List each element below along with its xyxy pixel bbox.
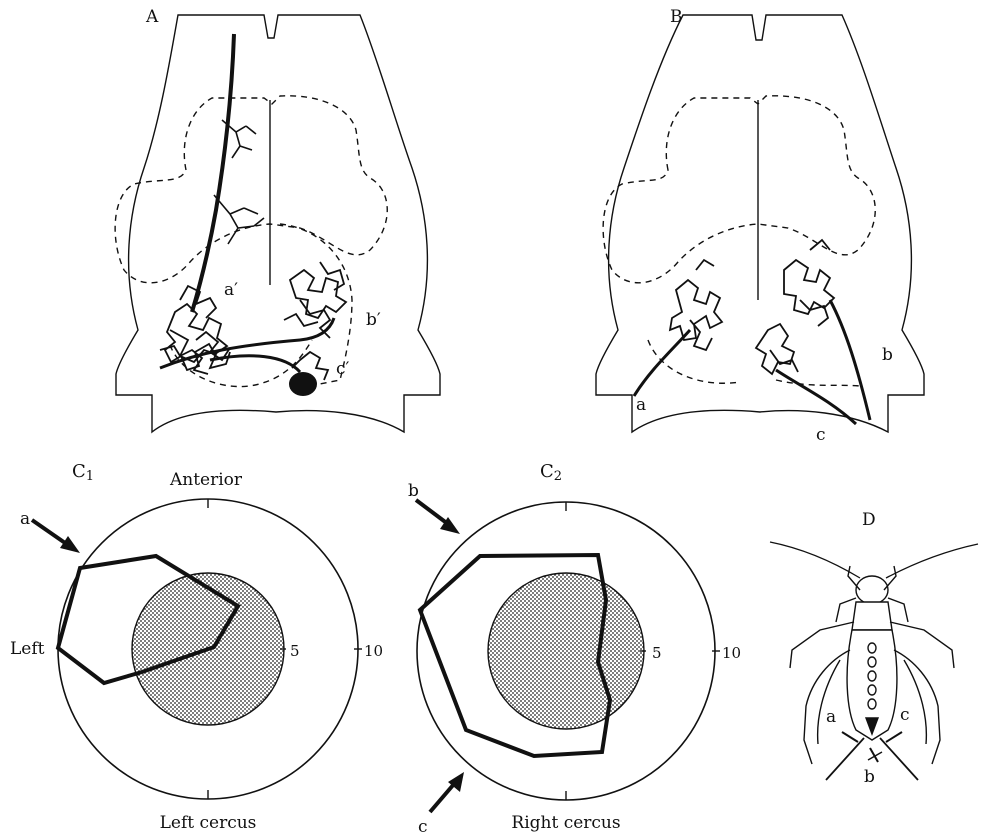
panel-b-arbor-left	[670, 260, 722, 350]
panel-a: A a′ b′ c′	[115, 7, 440, 432]
panel-d-cercus-left	[826, 738, 864, 780]
panel-b-marker-a: a	[636, 395, 646, 415]
panel-c2-tick-outer-label: 10	[722, 644, 741, 662]
panel-d-antenna-right	[886, 544, 978, 578]
panel-b-arbor-right-lower	[756, 324, 798, 374]
panel-d-marker-a: a	[826, 707, 836, 727]
panel-b-arbor-right-upper	[784, 240, 834, 326]
panel-d: D a	[770, 510, 978, 787]
panel-c1-arrow-a-label: a	[20, 509, 30, 529]
panel-d-marker-b: b	[864, 767, 875, 787]
panel-d-cercus-right	[880, 738, 918, 780]
panel-c2-arrow-c	[430, 784, 454, 812]
panel-d-midleg-left	[790, 622, 854, 668]
panel-c1-top-label: Anterior	[169, 470, 243, 490]
panel-b: B a b c	[596, 7, 924, 445]
panel-c1-bottom-label: Left cercus	[160, 813, 257, 833]
panel-d-marker-c: c	[900, 705, 910, 725]
panel-c2-inner-disc	[488, 573, 644, 729]
panel-d-arrow-a	[842, 732, 858, 742]
panel-c1-arrow-a	[32, 520, 68, 545]
panel-d-arrow-c	[886, 732, 902, 742]
panel-d-head	[856, 576, 888, 604]
panel-c1-tick-outer-label: 10	[364, 642, 383, 660]
panel-a-soma	[289, 372, 317, 396]
panel-d-midleg-right	[890, 622, 954, 668]
panel-c2-bottom-label: Right cercus	[511, 813, 620, 833]
panel-b-axon-a	[634, 330, 690, 396]
panel-b-dashed-outline-upper	[603, 96, 875, 283]
panel-a-ganglion-outline	[116, 15, 440, 432]
panel-c2-arrow-b	[416, 500, 448, 524]
panel-a-arbor-right	[284, 262, 346, 338]
panel-b-marker-b: b	[882, 345, 893, 365]
panel-b-dashed-outline-lower	[648, 340, 860, 386]
panel-d-arrow-b-cross	[868, 752, 882, 760]
panel-d-antenna-left	[770, 542, 860, 578]
panel-a-marker-a: a′	[224, 280, 238, 300]
panel-a-middle-branch	[214, 195, 264, 244]
panel-c1-label: C1	[72, 461, 94, 484]
panel-b-label: B	[670, 7, 683, 27]
panel-a-axon	[192, 34, 234, 312]
panel-a-marker-b: b′	[366, 310, 381, 330]
panel-c2: C2 5 10 Right cercus b c	[408, 461, 741, 836]
panel-c1: C1 Anterior Left 5 10 Left cercus a	[10, 461, 383, 833]
panel-d-thorax	[852, 602, 892, 630]
panel-c1-arrow-a-head	[60, 536, 80, 553]
panel-c2-arrow-b-label: b	[408, 481, 419, 501]
panel-c2-label: C2	[540, 461, 562, 484]
panel-b-marker-c: c	[816, 425, 826, 445]
panel-a-marker-c: c′	[336, 359, 350, 379]
panel-c2-tick-inner-label: 5	[652, 644, 662, 662]
panel-c2-arrow-c-label: c	[418, 817, 428, 836]
panel-d-label: D	[862, 510, 876, 530]
panel-a-label: A	[145, 7, 159, 27]
panel-c1-left-label: Left	[10, 639, 45, 659]
panel-c1-tick-inner-label: 5	[290, 642, 300, 660]
panel-a-dashed-outline-lower	[170, 224, 352, 388]
panel-b-ganglion-outline	[596, 15, 924, 432]
panel-b-axon-b	[830, 300, 870, 420]
